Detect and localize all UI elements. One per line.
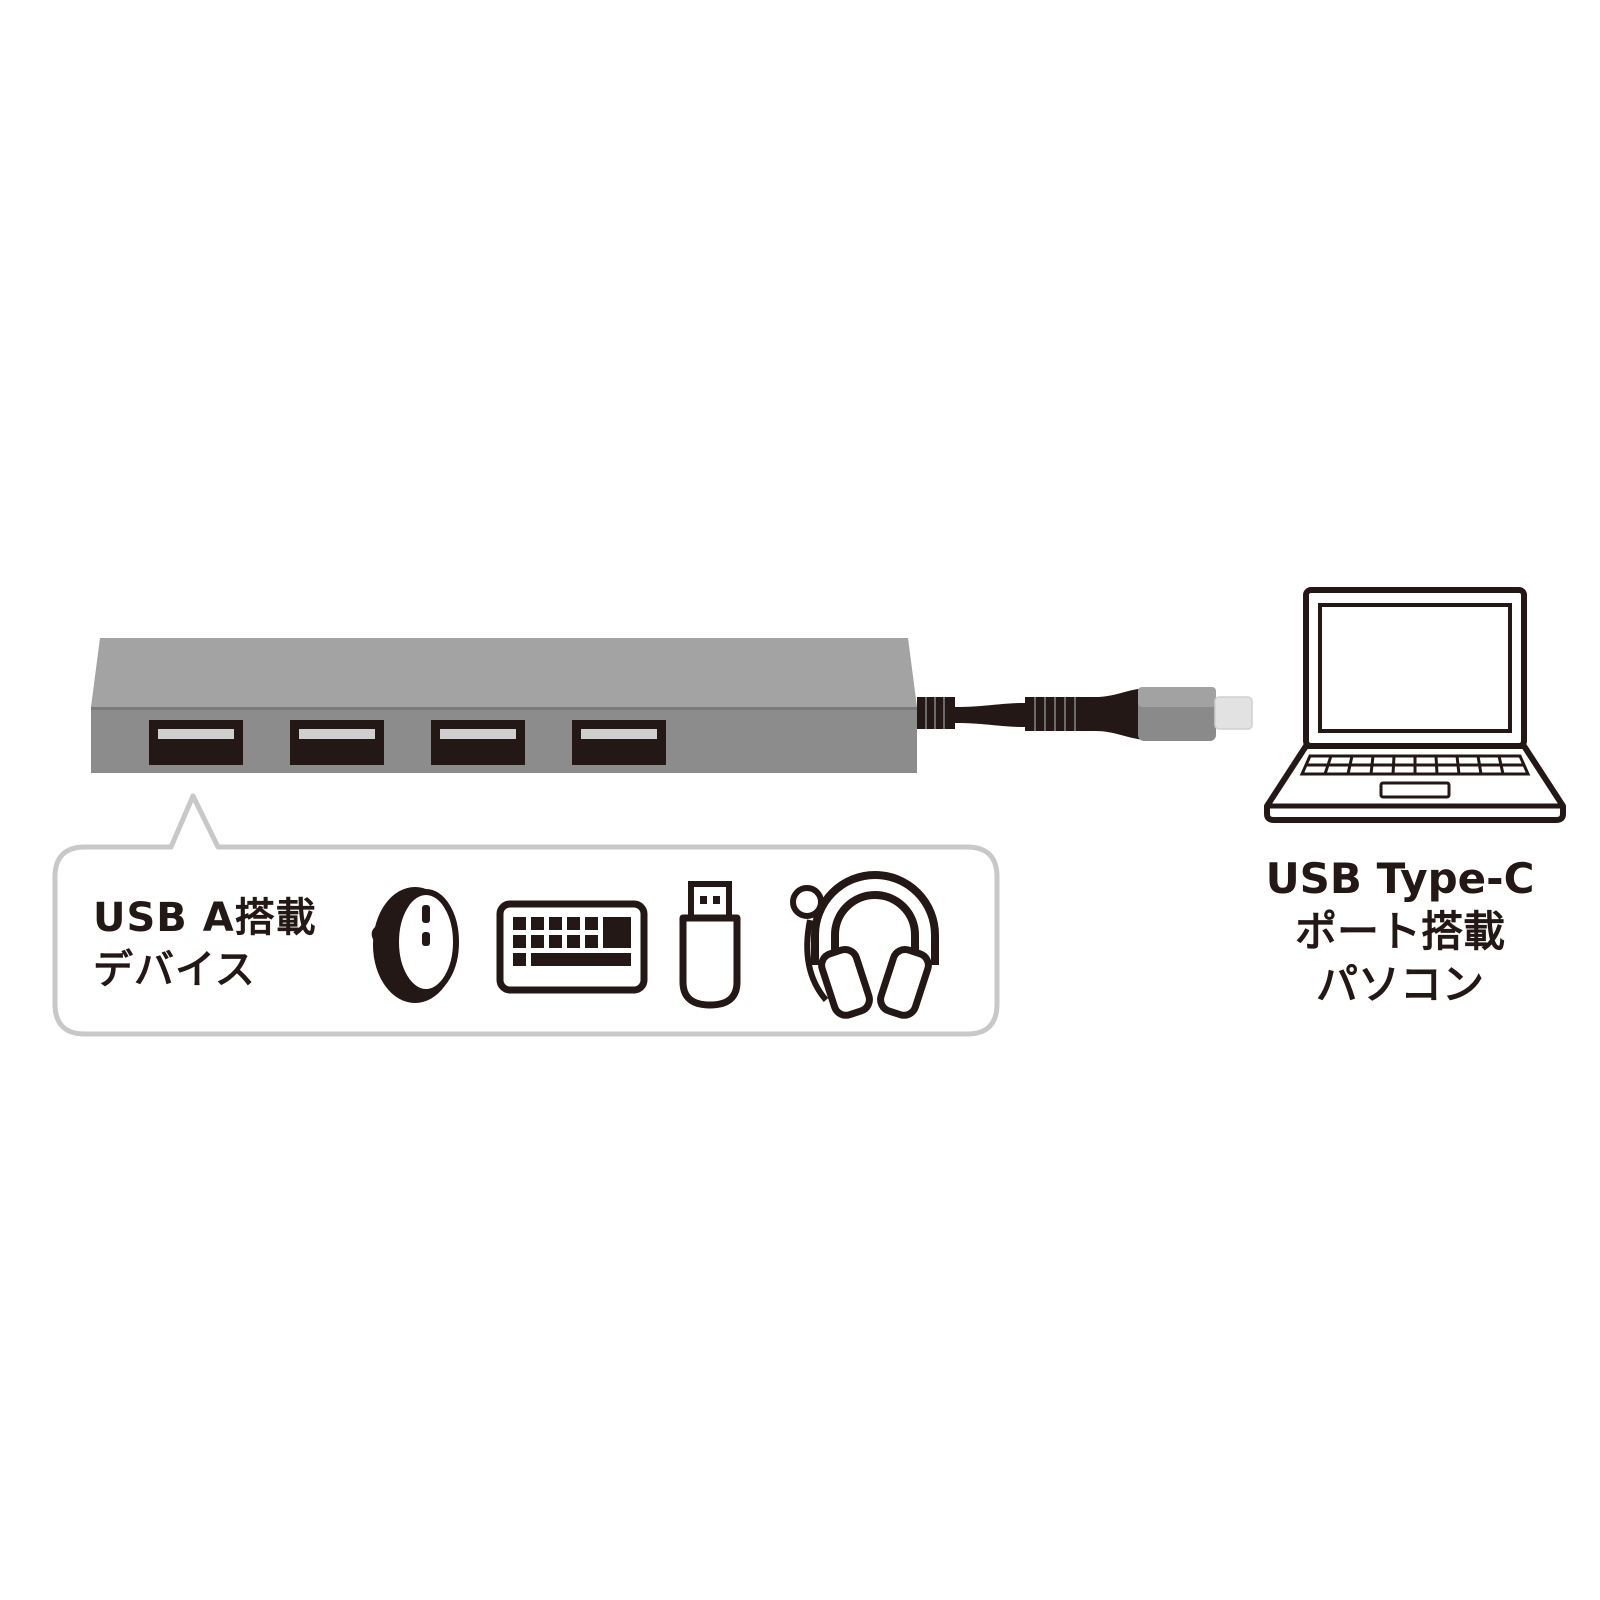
- computer-label-line1: USB Type-C: [1265, 854, 1535, 903]
- devices-callout-label: USB A搭載 デバイス: [93, 892, 317, 996]
- devices-callout-line1: USB A搭載: [93, 895, 317, 941]
- mouse-icon: [371, 887, 459, 1003]
- computer-label: USB Type-C ポート搭載 パソコン: [1250, 852, 1550, 1011]
- hub-top-face: [91, 638, 917, 707]
- cable-strain-relief-plug: [1025, 688, 1145, 740]
- keyboard-icon: [496, 900, 648, 994]
- usb-a-port: [290, 720, 384, 765]
- cable-wire: [955, 703, 1025, 727]
- usb-flash-drive-icon: [679, 881, 741, 1009]
- usb-c-cable: [917, 687, 1253, 741]
- usb-c-plug-connector: [1214, 696, 1253, 730]
- usb-a-port: [572, 720, 666, 765]
- usb-a-ports: [149, 720, 666, 765]
- usb-a-port: [431, 720, 525, 765]
- usb-hub-illustration: [91, 638, 917, 773]
- computer-label-line2: ポート搭載: [1294, 907, 1505, 956]
- laptop-icon: [1264, 587, 1566, 823]
- usb-a-port: [149, 720, 243, 765]
- devices-callout-line2: デバイス: [93, 947, 256, 993]
- headset-icon: [790, 871, 939, 1019]
- computer-label-line3: パソコン: [1315, 960, 1484, 1009]
